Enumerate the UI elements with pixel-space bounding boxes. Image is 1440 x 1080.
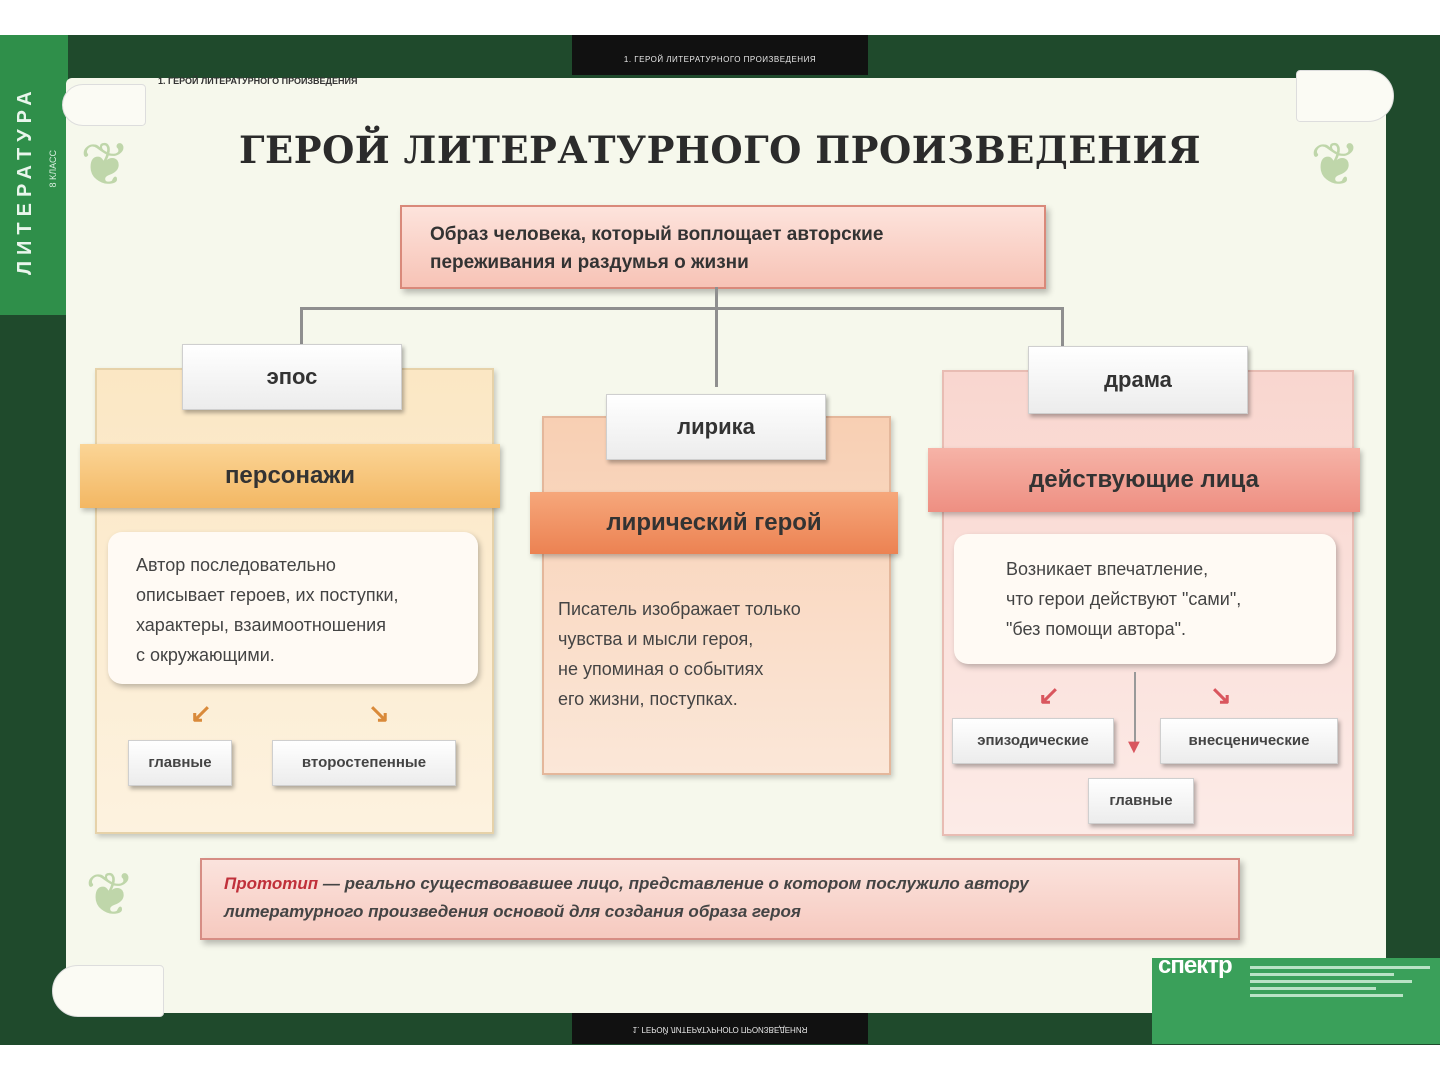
epos-desc-line: Автор последовательно bbox=[136, 555, 336, 575]
subject-side-band bbox=[0, 35, 68, 315]
lirika-desc-line: чувства и мысли героя, bbox=[558, 629, 754, 649]
lirika-column bbox=[542, 416, 891, 775]
lirika-band: лирический герой bbox=[530, 492, 898, 554]
drama-type-main: главные bbox=[1088, 778, 1194, 824]
lirika-description: Писатель изображает только чувства и мыс… bbox=[558, 594, 878, 714]
arrow-down-left-icon: ↙ bbox=[190, 698, 212, 728]
prototype-box: Прототип — реально существовавшее лицо, … bbox=[200, 858, 1240, 940]
drama-tab: драма bbox=[1028, 346, 1248, 414]
top-tab: 1. ГЕРОЙ ЛИТЕРАТУРНОГО ПРОИЗВЕДЕНИЯ bbox=[572, 35, 868, 75]
lirika-tab: лирика bbox=[606, 394, 826, 460]
lirika-desc-line: Писатель изображает только bbox=[558, 599, 801, 619]
epos-band: персонажи bbox=[80, 444, 500, 508]
epos-tab: эпос bbox=[182, 344, 402, 410]
prototype-line-2: литературного произведения основой для с… bbox=[224, 902, 801, 921]
ornament-bottom-left-icon: ❦ bbox=[85, 861, 136, 928]
definition-line-2: переживания и раздумья о жизни bbox=[430, 252, 749, 273]
publisher-info-lines bbox=[1250, 962, 1430, 1001]
epos-type-main: главные bbox=[128, 740, 232, 786]
scroll-roll-bottom-left bbox=[52, 965, 164, 1017]
drama-description: Возникает впечатление, что герои действу… bbox=[954, 534, 1336, 664]
prototype-line-1: — реально существовавшее лицо, представл… bbox=[318, 874, 1029, 893]
ornament-left-icon: ❦ bbox=[80, 131, 131, 198]
publisher-logo: спектр bbox=[1158, 952, 1233, 979]
epos-description: Автор последовательно описывает героев, … bbox=[108, 532, 478, 684]
drama-type-offstage: внесценические bbox=[1160, 718, 1338, 764]
ornament-right-icon: ❦ bbox=[1310, 131, 1361, 198]
lirika-desc-line: его жизни, поступках. bbox=[558, 689, 738, 709]
epos-type-secondary: второстепенные bbox=[272, 740, 456, 786]
arrow-down-line bbox=[1134, 672, 1136, 742]
connector-left bbox=[300, 307, 303, 347]
epos-desc-line: с окружающими. bbox=[136, 645, 275, 665]
arrow-down-left-icon: ↙ bbox=[1038, 680, 1060, 710]
definition-line-1: Образ человека, который воплощает авторс… bbox=[430, 224, 884, 245]
arrow-down-icon: ▼ bbox=[1124, 736, 1144, 758]
scroll-roll-top-left bbox=[62, 84, 146, 126]
prototype-term: Прототип bbox=[224, 874, 319, 893]
drama-desc-line: что герои действуют "сами", bbox=[1006, 589, 1242, 609]
drama-band: действующие лица bbox=[928, 448, 1360, 512]
scroll-roll-top-right bbox=[1296, 70, 1394, 122]
arrow-down-right-icon: ↘ bbox=[368, 698, 390, 728]
drama-type-episodic: эпизодические bbox=[952, 718, 1114, 764]
grade-label: 8 КЛАСС bbox=[48, 150, 58, 188]
epos-desc-line: описывает героев, их поступки, bbox=[136, 585, 399, 605]
connector-horizontal bbox=[300, 307, 1064, 310]
page-title: ГЕРОЙ ЛИТЕРАТУРНОГО ПРОИЗВЕДЕНИЯ bbox=[239, 128, 1201, 172]
connector-center bbox=[715, 287, 718, 387]
lirika-desc-line: не упоминая о событиях bbox=[558, 659, 764, 679]
definition-text: Образ человека, который воплощает авторс… bbox=[430, 221, 1030, 277]
arrow-down-right-icon: ↘ bbox=[1210, 680, 1232, 710]
definition-box: Образ человека, который воплощает авторс… bbox=[400, 205, 1046, 289]
publisher-block bbox=[1152, 958, 1440, 1044]
connector-right bbox=[1061, 307, 1064, 347]
drama-desc-line: Возникает впечатление, bbox=[1006, 559, 1209, 579]
header-caption: 1. ГЕРОЙ ЛИТЕРАТУРНОГО ПРОИЗВЕДЕНИЯ bbox=[158, 76, 358, 86]
epos-desc-line: характеры, взаимоотношения bbox=[136, 615, 386, 635]
drama-desc-line: "без помощи автора". bbox=[1006, 619, 1187, 639]
